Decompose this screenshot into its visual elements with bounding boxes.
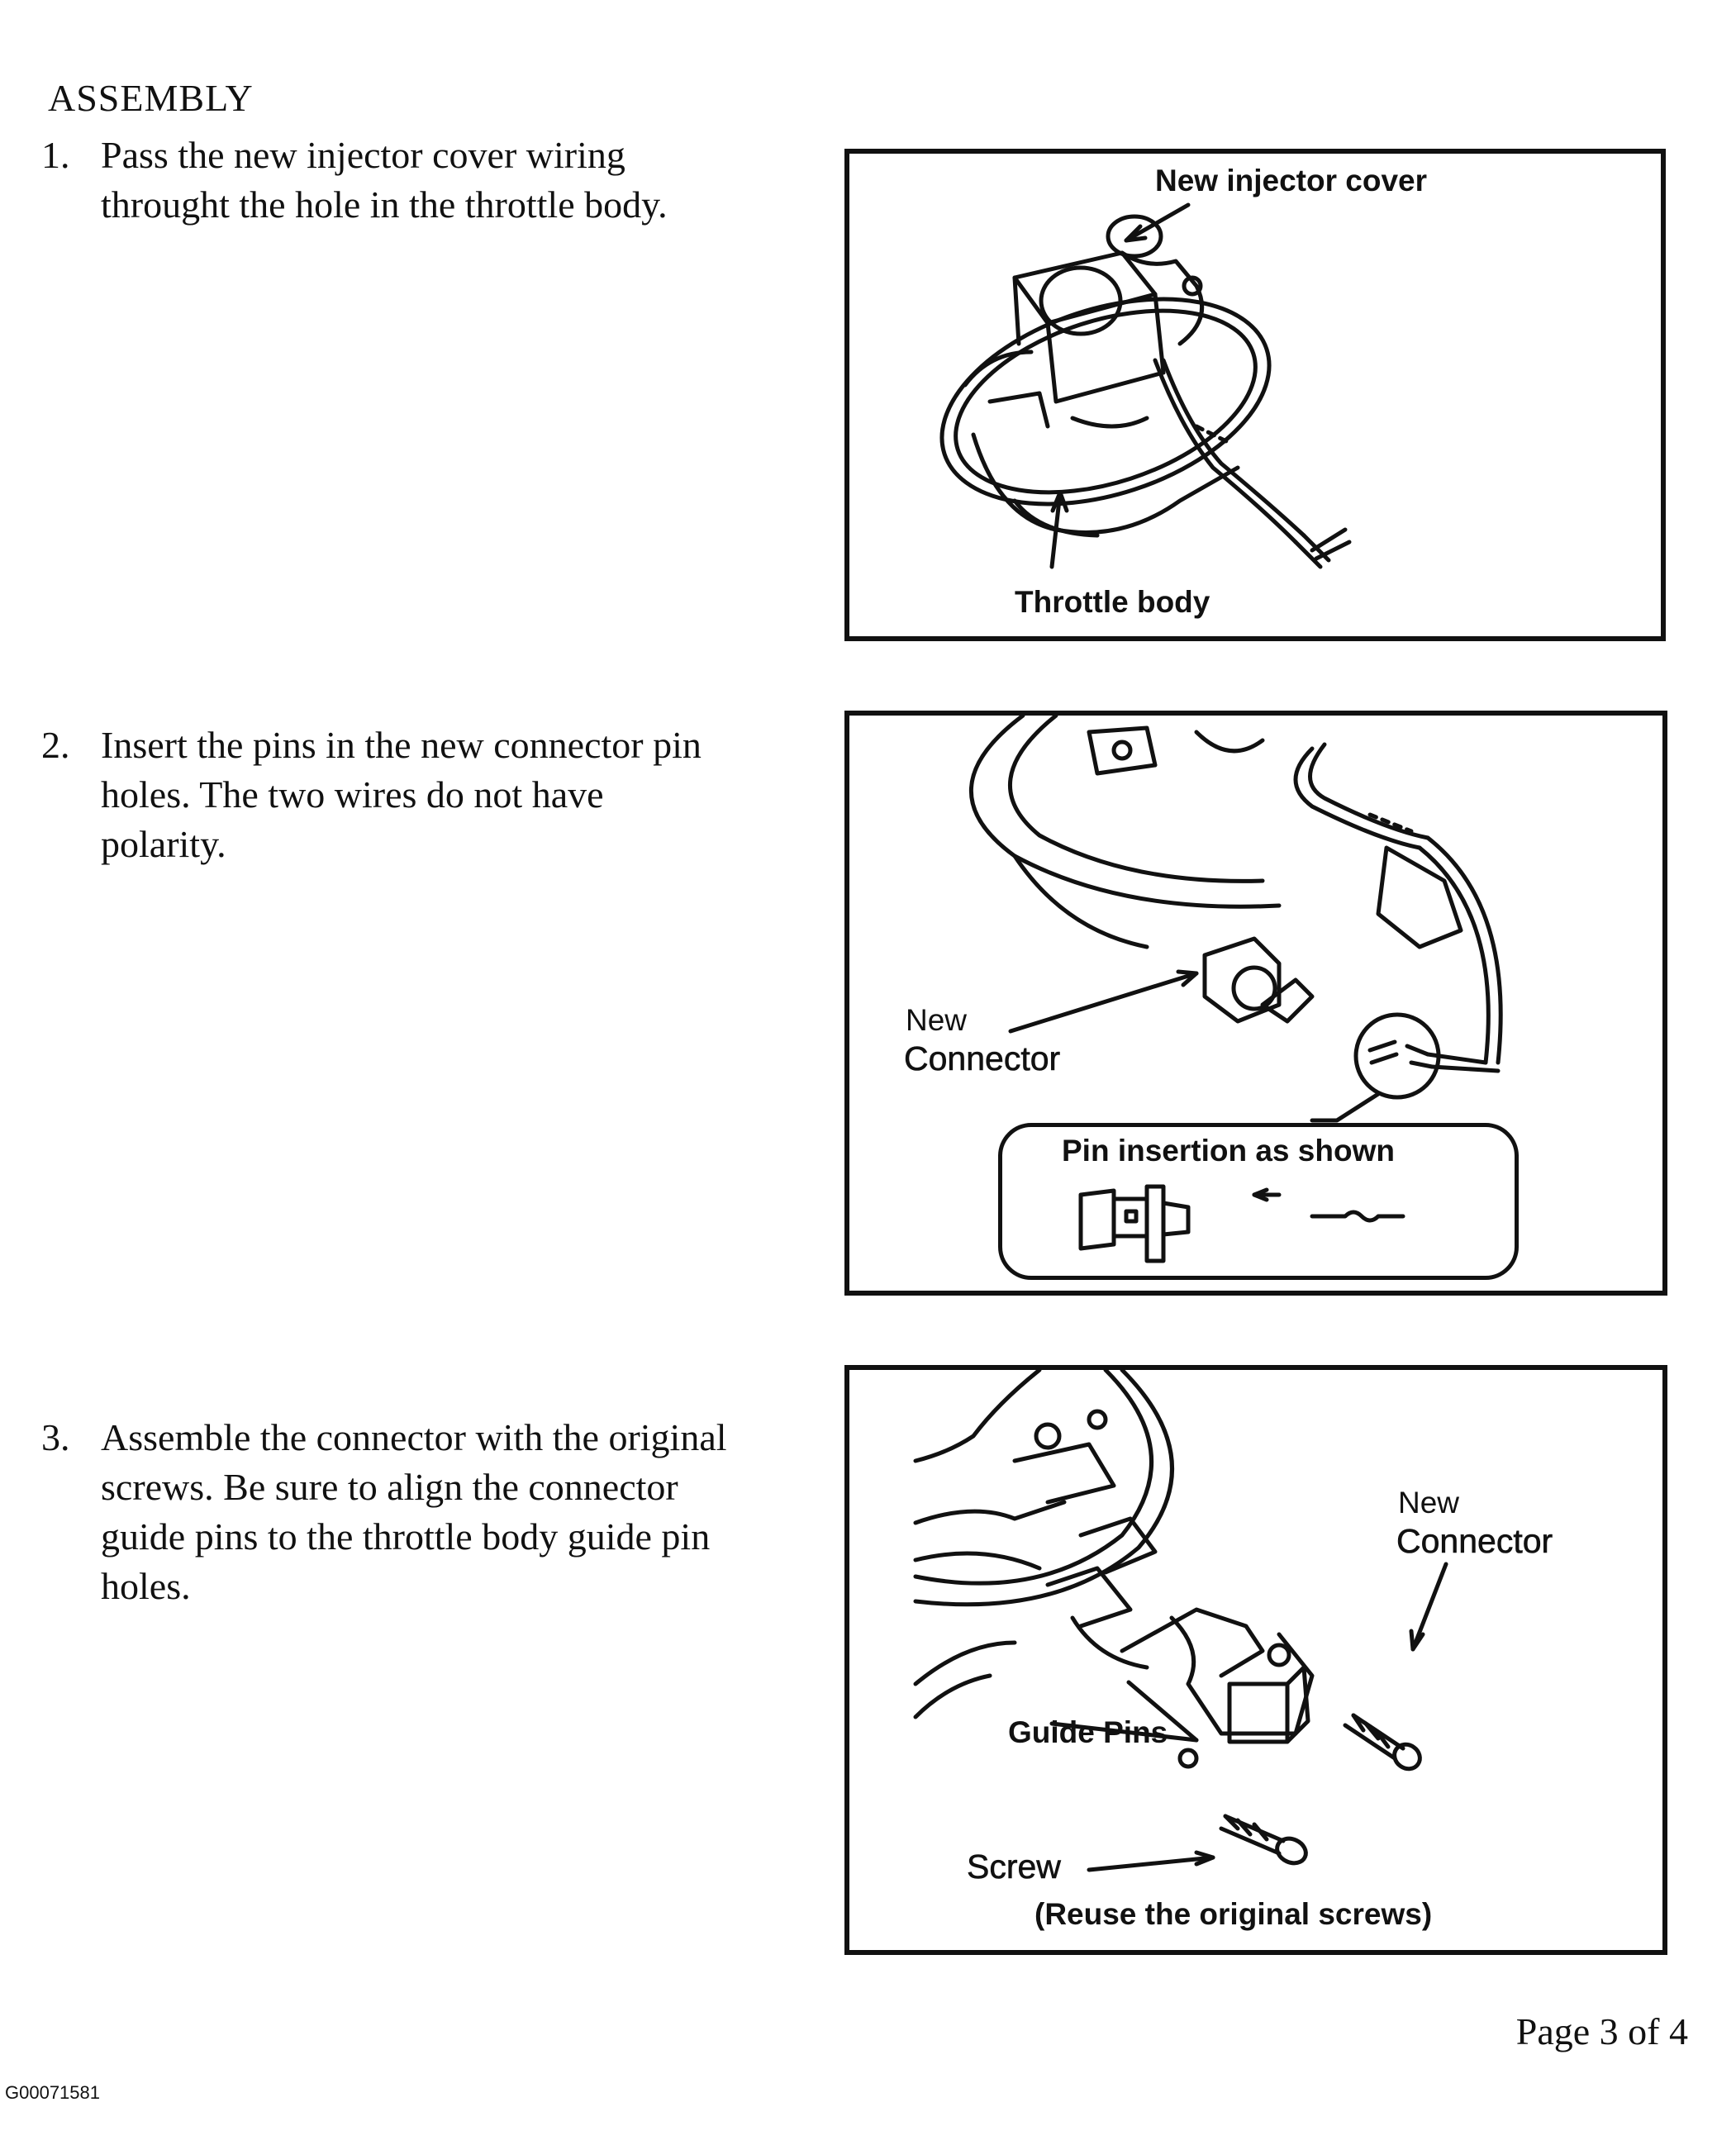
label-screw: Screw [967,1848,1062,1886]
label-new: New [1398,1486,1460,1520]
label-pin-insertion: Pin insertion as shown [1062,1134,1395,1168]
figure-connector-screws: New Connector Guide Pins Screw (Reuse th… [844,1365,1667,1955]
step-number: 2. [41,724,70,766]
document-code: G00071581 [5,2082,100,2103]
figure-injector-cover: New injector cover Throttle body [844,149,1666,641]
label-throttle-body: Throttle body [1015,585,1210,619]
page-heading: ASSEMBLY [48,77,254,119]
label-reuse-screws: (Reuse the original screws) [1034,1897,1433,1931]
step-number: 1. [41,134,70,176]
label-connector: Connector [1396,1522,1553,1561]
label-guide-pins: Guide Pins [1008,1715,1168,1749]
label-connector: Connector [904,1039,1061,1078]
page-number: Page 3 of 4 [1515,2010,1688,2052]
pin-insertion-callout: Pin insertion as shown [998,1123,1519,1280]
step-text: Insert the pins in the new connector pin… [101,724,702,865]
figure-connector-pins: New Connector Pin insertion as shown [844,711,1667,1296]
step-number: 3. [41,1416,70,1458]
label-new: New [906,1003,968,1037]
step-text: Pass the new injector cover wiring throu… [101,134,668,226]
label-new-injector-cover: New injector cover [1155,164,1428,197]
throttle-body-illustration [939,202,1352,569]
step-text: Assemble the connector with the original… [101,1416,727,1607]
connector-assembly-illustration [913,1370,1448,1872]
